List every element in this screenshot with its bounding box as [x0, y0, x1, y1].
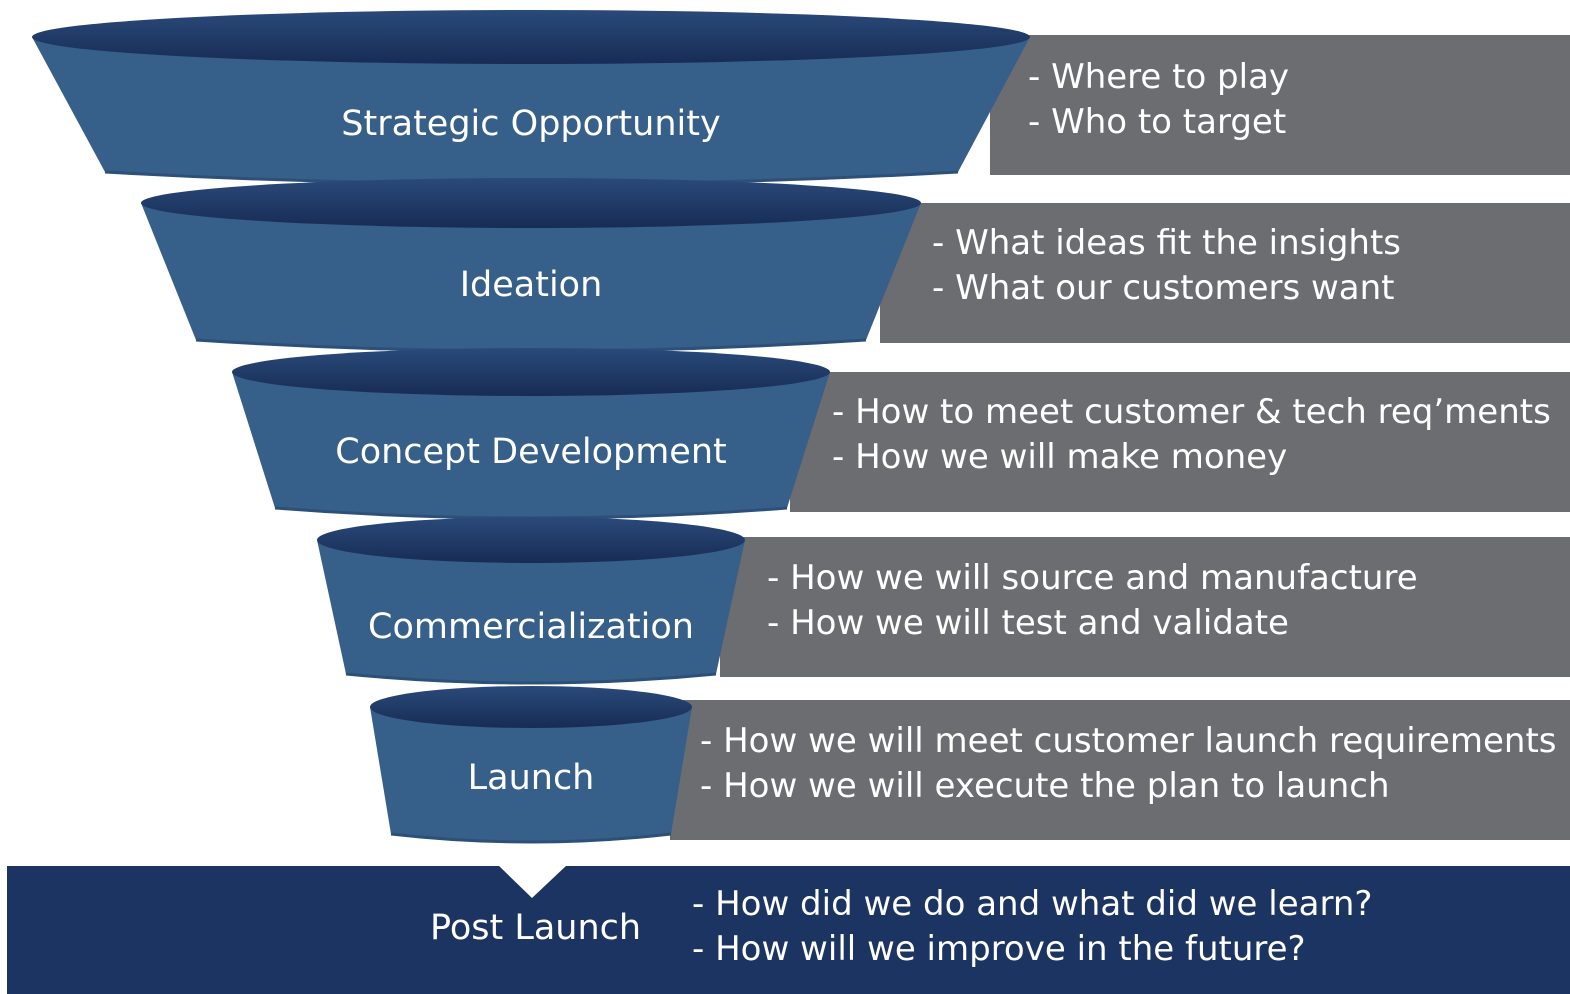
post-launch-label: Post Launch	[430, 908, 642, 948]
band-line: - How we will test and validate	[767, 603, 1289, 643]
band-strategic-opportunity: - Where to play - Who to target	[990, 35, 1570, 175]
post-launch-bar	[7, 866, 1570, 994]
funnel-segment-launch	[370, 686, 692, 844]
stage-label-commercialization: Commercialization	[368, 607, 694, 647]
stage-label-launch: Launch	[467, 758, 595, 798]
band-line: - How we will execute the plan to launch	[700, 766, 1390, 806]
funnel-segment-ideation	[141, 178, 921, 353]
funnel-segment-commercialization	[317, 517, 745, 685]
band-text: - How we will meet customer launch requi…	[700, 719, 1557, 809]
band-line: - How to meet customer & tech req’ments	[832, 392, 1551, 432]
band-line: - Where to play	[1028, 57, 1290, 97]
band-text: - How we will source and manufacture - H…	[767, 556, 1418, 646]
band-ideation: - What ideas fit the insights - What our…	[880, 203, 1570, 343]
band-line: - How we will meet customer launch requi…	[700, 721, 1557, 761]
post-launch-notch	[498, 865, 567, 898]
stage-label-ideation: Ideation	[459, 265, 603, 305]
funnel-segment-strategic-opportunity	[32, 10, 1030, 186]
post-launch-line: - How did we do and what did we learn?	[692, 884, 1373, 924]
post-launch-text: - How did we do and what did we learn? -…	[692, 882, 1372, 972]
band-line: - What ideas fit the insights	[932, 223, 1402, 263]
stage-label-concept-development: Concept Development	[335, 432, 727, 472]
stage-label-strategic-opportunity: Strategic Opportunity	[341, 104, 721, 144]
band-line: - How we will source and manufacture	[767, 558, 1418, 598]
band-line: - What our customers want	[932, 268, 1395, 308]
band-text: - How to meet customer & tech req’ments …	[832, 390, 1551, 480]
band-commercialization: - How we will source and manufacture - H…	[720, 537, 1570, 677]
funnel-segment-concept-development	[232, 348, 830, 520]
band-text: - Where to play - Who to target	[1028, 55, 1289, 145]
band-line: - Who to target	[1028, 102, 1287, 142]
band-concept-development: - How to meet customer & tech req’ments …	[790, 372, 1570, 512]
band-line: - How we will make money	[832, 437, 1288, 477]
band-text: - What ideas fit the insights - What our…	[932, 221, 1401, 311]
band-launch: - How we will meet customer launch requi…	[670, 700, 1570, 840]
post-launch-line: - How will we improve in the future?	[692, 929, 1306, 969]
